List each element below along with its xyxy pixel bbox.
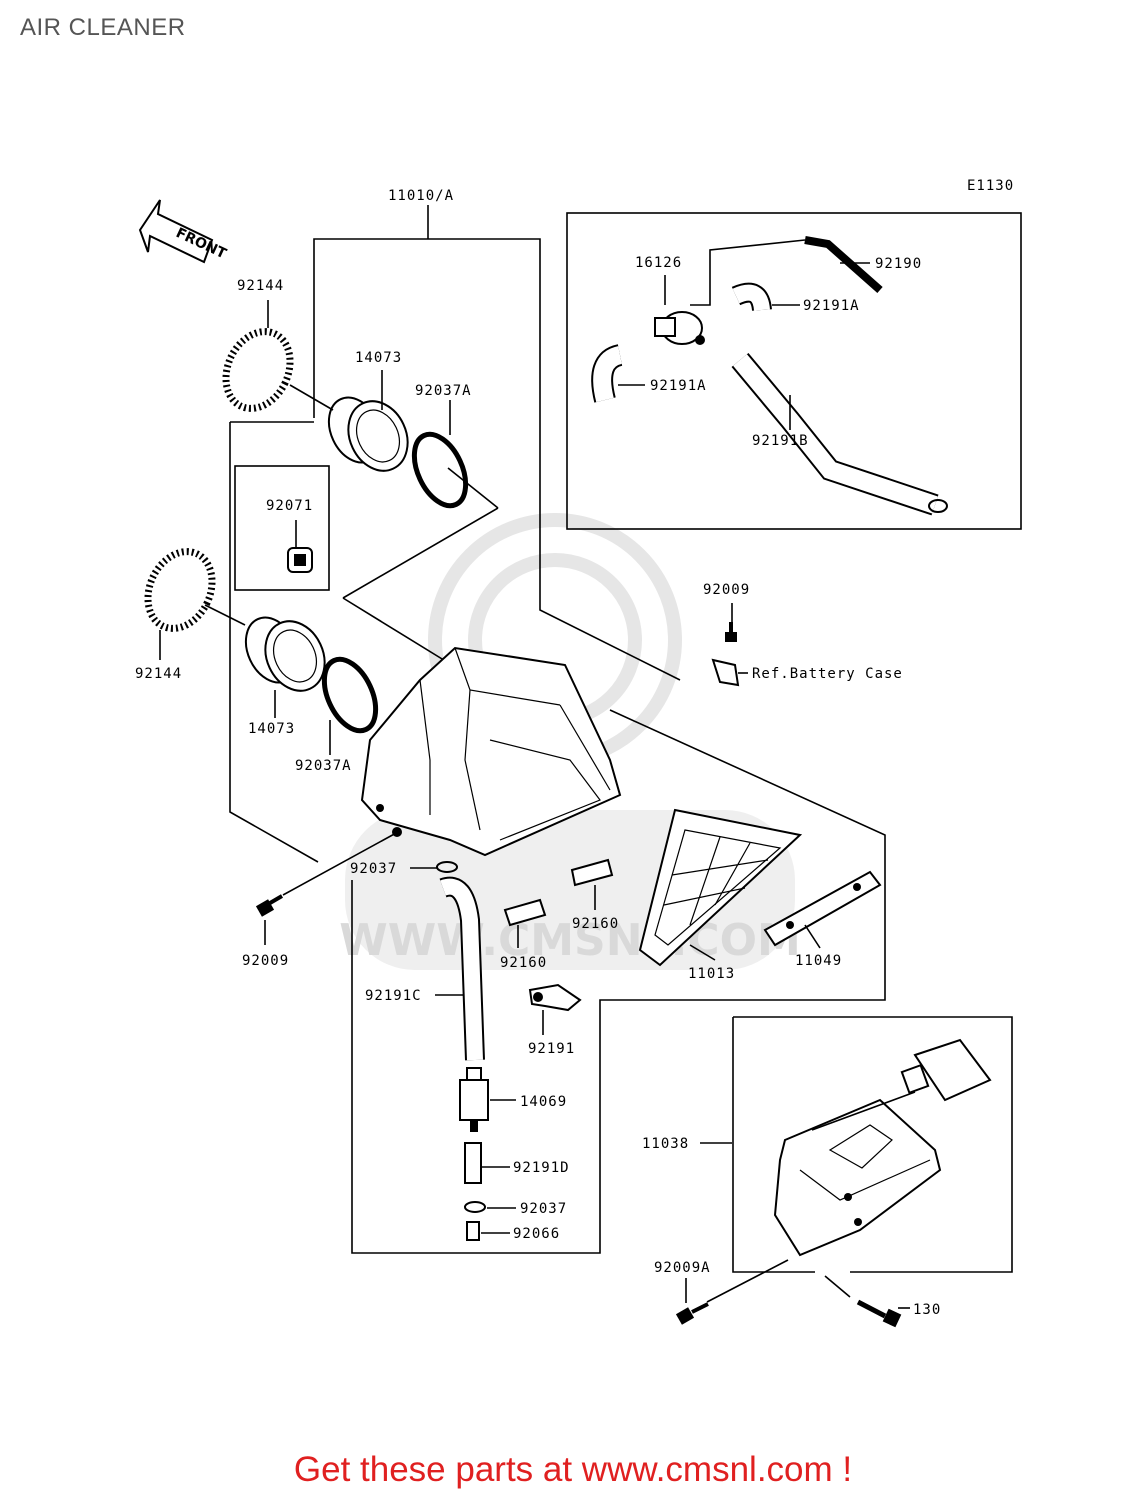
hose-92191D [464,1142,482,1184]
label-92191: 92191 [528,1041,575,1057]
label-92009-left: 92009 [242,953,289,969]
label-14073-top: 14073 [355,350,402,366]
label-92160-b: 92160 [572,916,619,932]
separator-14069 [459,1067,489,1132]
clamp-92037A-top [411,431,469,509]
diagram-code: E1130 [967,178,1014,194]
label-11013: 11013 [688,966,735,982]
label-92037A-left: 92037A [295,758,352,774]
parts-diagram: WWW.CMSNL.COM E1130 FRONT [135,178,1022,1328]
label-92191A-a: 92191A [803,298,860,314]
label-92190: 92190 [875,256,922,272]
hose-92191B [731,352,948,516]
label-92066: 92066 [513,1226,560,1242]
air-cleaner-case-11010 [360,646,622,857]
duct-14073-left [244,616,326,692]
pad-92160-b [570,858,614,887]
coil-spring-92144-top [222,328,294,412]
label-92037A-top: 92037A [415,383,472,399]
label-130: 130 [913,1302,941,1318]
label-92191A-b: 92191A [650,378,707,394]
label-92037-a: 92037 [350,861,397,877]
bracket-ref-battery-case [711,658,740,687]
bolt-92009-left-icon [255,894,284,917]
cover-11038 [773,1098,942,1257]
label-92160-a: 92160 [500,955,547,971]
watermark-text: WWW.CMSNL.COM [339,915,801,966]
label-ref-battery-case: Ref.Battery Case [752,666,903,682]
clamp-92037-a-icon [436,861,458,873]
label-92191D: 92191D [513,1160,570,1176]
label-92191B: 92191B [752,433,809,449]
cap-92191 [528,983,582,1012]
front-arrow-icon: FRONT [138,199,229,264]
clamp-92037-b-icon [464,1201,486,1213]
hose-92191C [439,876,485,1061]
coil-spring-92144-left [144,548,216,632]
tube-92190 [804,236,883,293]
label-11010A: 11010/A [388,188,454,204]
element-11013 [638,808,803,967]
callout-labels: 11010/A 92144 14073 92037A 92071 92144 1… [135,188,941,1318]
label-92009-top: 92009 [703,582,750,598]
label-14073-left: 14073 [248,721,295,737]
pad-92160-a [503,898,547,927]
hose-92191A-b [591,344,624,403]
group-outlines [229,205,1022,1273]
label-92144-left: 92144 [135,666,182,682]
label-16126: 16126 [635,255,682,271]
clamp-92037A-left [321,656,379,734]
holder-11049 [763,870,882,947]
leader-lines [159,239,916,1309]
label-92144-top: 92144 [237,278,284,294]
label-92009A: 92009A [654,1260,711,1276]
label-92037-b: 92037 [520,1201,567,1217]
label-92071: 92071 [266,498,313,514]
grommet-92071 [287,547,313,573]
label-92191C: 92191C [365,988,422,1004]
bolt-92009-top-icon [725,622,737,642]
label-14069: 14069 [520,1094,567,1110]
label-11049: 11049 [795,953,842,969]
bolt-130-icon [856,1299,902,1328]
promo-text: Get these parts at www.cmsnl.com ! [293,1450,853,1489]
hose-92191A-a [731,282,772,312]
page-title: AIR CLEANER [20,14,186,41]
label-11038: 11038 [642,1136,689,1152]
duct-cover-11038 [900,1038,992,1102]
bolt-92009A-icon [675,1302,709,1325]
plug-92066-icon [466,1221,480,1241]
breather-16126 [654,311,705,345]
duct-14073-top [327,396,409,472]
